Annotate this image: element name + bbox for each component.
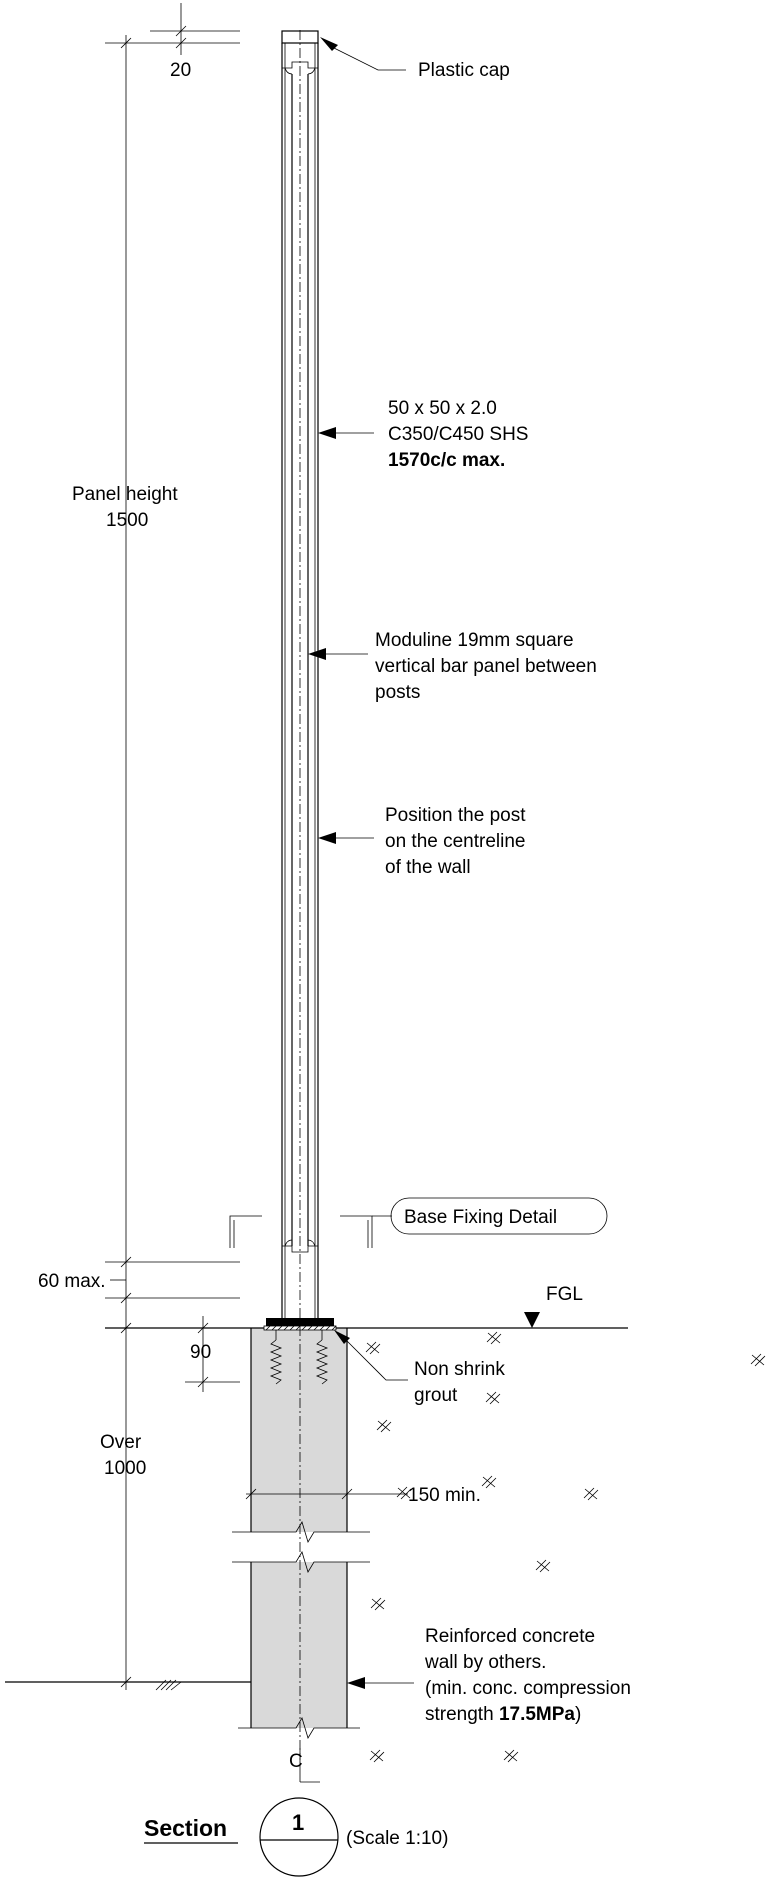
label-wall-line2: wall by others. <box>424 1652 546 1673</box>
soil-mark <box>535 1559 551 1573</box>
wall-strength-value: 17.5MPa <box>499 1704 575 1725</box>
ground-line <box>5 1327 628 1691</box>
label-wall-line4: strength 17.5MPa) <box>425 1704 581 1725</box>
soil-mark <box>370 1597 386 1611</box>
label-plastic-cap: Plastic cap <box>418 60 510 81</box>
label-position-line2: on the centreline <box>385 831 526 852</box>
dim-panel-height-value: 1500 <box>106 510 148 531</box>
dim-depth-label: Over <box>100 1432 142 1453</box>
leaders <box>308 37 540 1689</box>
soil-mark <box>485 1391 501 1405</box>
soil-mark <box>481 1475 497 1489</box>
dim-depth-value: 1000 <box>104 1458 146 1479</box>
label-grout-line1: Non shrink <box>414 1359 505 1380</box>
centreline-symbol: C <box>289 1748 320 1783</box>
label-post-size: 50 x 50 x 2.0 <box>388 398 497 419</box>
label-grout-line2: grout <box>414 1385 458 1406</box>
annotations: 20 Plastic cap 50 x 50 x 2.0 C350/C450 S… <box>38 60 631 1725</box>
wall-strength-suffix: ) <box>575 1704 581 1725</box>
soil-mark <box>486 1331 502 1345</box>
section-scale: (Scale 1:10) <box>346 1828 448 1849</box>
soil-hatching <box>365 1331 766 1763</box>
label-position-line1: Position the post <box>385 805 526 826</box>
label-wall-line3: (min. conc. compression <box>425 1678 631 1699</box>
soil-mark <box>583 1487 599 1501</box>
dim-embed: 90 <box>190 1342 211 1363</box>
centreline-mark: C <box>289 1751 303 1772</box>
label-post-grade: C350/C450 SHS <box>388 424 528 445</box>
soil-mark <box>365 1341 381 1355</box>
base-fixing-callout[interactable] <box>390 1197 608 1235</box>
label-panel-line1: Moduline 19mm square <box>375 630 574 651</box>
dim-150-min: 150 min. <box>408 1485 481 1506</box>
label-position-line3: of the wall <box>385 857 471 878</box>
section-title: Section 1 (Scale 1:10) <box>144 1797 448 1877</box>
base-fixing-label: Base Fixing Detail <box>404 1207 557 1228</box>
label-panel-line3: posts <box>375 682 420 703</box>
dimension-lines <box>105 3 408 1690</box>
label-post-spacing: 1570c/c max. <box>388 450 505 471</box>
soil-mark <box>750 1353 766 1367</box>
dim-cap-gap: 20 <box>170 60 191 81</box>
label-fgl: FGL <box>546 1284 583 1305</box>
label-panel-line2: vertical bar panel between <box>375 656 597 677</box>
section-title-text: Section <box>144 1815 227 1841</box>
section-number: 1 <box>292 1810 304 1835</box>
concrete-wall <box>232 1328 370 1739</box>
dim-base-gap: 60 max. <box>38 1271 106 1292</box>
soil-mark <box>376 1419 392 1433</box>
dim-panel-height-label: Panel height <box>72 484 178 505</box>
soil-mark <box>369 1749 385 1763</box>
label-wall-line1: Reinforced concrete <box>425 1626 595 1647</box>
section-cut-markers <box>229 1197 608 1248</box>
wall-strength-prefix: strength <box>425 1704 499 1725</box>
soil-mark <box>503 1749 519 1763</box>
